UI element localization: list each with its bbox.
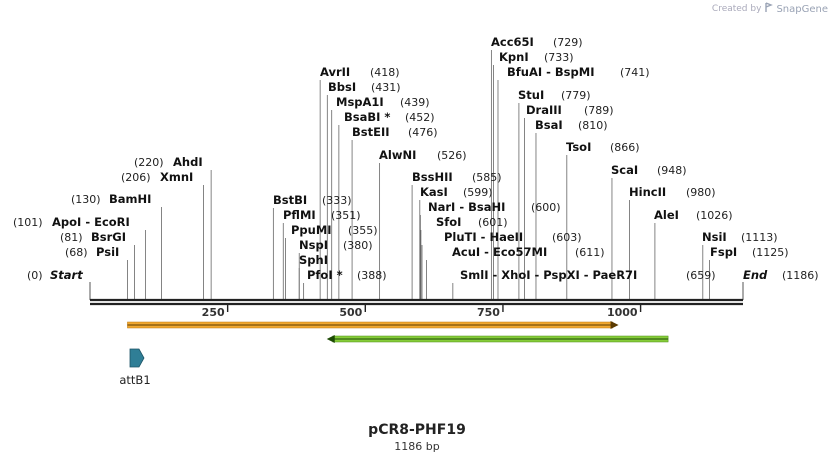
site-label-nari-bsahi[interactable]: NarI - BsaHI	[428, 200, 505, 214]
site-position-avrii: (418)	[370, 66, 400, 79]
site-position-kasi: (599)	[463, 186, 493, 199]
site-position-bsshii: (585)	[472, 171, 502, 184]
site-label-pluti-haeii[interactable]: PluTI - HaeII	[444, 230, 523, 244]
reverse-arrowhead-icon	[326, 335, 335, 343]
site-label-psii[interactable]: PsiI	[96, 245, 119, 259]
site-label-acui-eco57mi[interactable]: AcuI - Eco57MI	[452, 245, 547, 259]
site-label-bsrgi[interactable]: BsrGI	[91, 230, 126, 244]
site-position-alwni: (526)	[437, 149, 467, 162]
site-label-kasi[interactable]: KasI	[420, 185, 448, 199]
sequence-ends: Start (0) End (1186)	[27, 268, 819, 300]
site-position-pflmi: (351)	[331, 209, 361, 222]
site-position-bfuai-bspmi: (741)	[620, 66, 650, 79]
site-label-pfoi-star[interactable]: PfoI *	[307, 268, 343, 282]
scale-tick-label-250: 250	[202, 306, 225, 319]
site-label-bamhi[interactable]: BamHI	[109, 192, 151, 206]
backbone	[90, 298, 743, 306]
site-label-bstbi[interactable]: BstBI	[273, 193, 307, 207]
site-label-scai[interactable]: ScaI	[611, 163, 638, 177]
credit-brand: SnapGene	[776, 3, 828, 15]
end-position: (1186)	[782, 269, 819, 282]
site-position-hincii: (980)	[686, 186, 716, 199]
start-label: Start	[50, 268, 83, 282]
attb1-feature-arrow[interactable]	[129, 348, 145, 368]
start-position: (0)	[27, 269, 43, 282]
site-position-acui-eco57mi: (611)	[575, 246, 605, 259]
site-label-xmni[interactable]: XmnI	[160, 170, 193, 184]
site-position-fspi: (1125)	[752, 246, 789, 259]
site-position-tsoi: (866)	[610, 141, 640, 154]
site-position-kpni: (733)	[544, 51, 574, 64]
site-position-bamhi: (130)	[71, 193, 101, 206]
site-position-bsrgi: (81)	[60, 231, 83, 244]
site-label-pflmi[interactable]: PflMI	[283, 208, 316, 222]
site-label-bsshii[interactable]: BssHII	[412, 170, 453, 184]
site-position-nspi: (380)	[343, 239, 373, 252]
site-position-draiii: (789)	[584, 104, 614, 117]
site-position-apoi-ecori: (101)	[13, 216, 43, 229]
scale-tick-label-1000: 1000	[607, 306, 638, 319]
site-label-mspa1i[interactable]: MspA1I	[336, 95, 384, 109]
site-position-bsai: (810)	[578, 119, 608, 132]
site-position-bsabi-star: (452)	[405, 111, 435, 124]
site-label-nspi[interactable]: NspI	[299, 238, 328, 252]
site-position-nari-bsahi: (600)	[531, 201, 561, 214]
scale-ticks: 250 500 750 1000	[202, 305, 642, 319]
site-label-bbsi[interactable]: BbsI	[328, 80, 356, 94]
site-label-avrii[interactable]: AvrII	[320, 65, 350, 79]
site-position-scai: (948)	[657, 164, 687, 177]
forward-arrowhead-icon	[610, 321, 619, 329]
site-position-nsii: (1113)	[741, 231, 778, 244]
site-position-stui: (779)	[561, 89, 591, 102]
site-position-pluti-haeii: (603)	[552, 231, 582, 244]
snapgene-logo-icon	[764, 2, 774, 16]
site-label-apoi-ecori[interactable]: ApoI - EcoRI	[52, 215, 130, 229]
site-position-psii: (68)	[65, 246, 88, 259]
site-label-smli-xhoi-pspxi-paer7i[interactable]: SmlI - XhoI - PspXI - PaeR7I	[460, 268, 637, 282]
snapgene-credit: Created by SnapGene	[712, 2, 828, 16]
site-position-sfoi: (601)	[478, 216, 508, 229]
site-labels: PsiI (68)BsrGI (81) ApoI - EcoRI (101) BamHI (…	[13, 35, 789, 282]
site-label-fspi[interactable]: FspI	[710, 245, 737, 259]
site-position-xmni: (206)	[121, 171, 151, 184]
site-label-kpni[interactable]: KpnI	[499, 50, 529, 64]
site-position-acc65i: (729)	[553, 36, 583, 49]
site-position-mspa1i: (439)	[400, 96, 430, 109]
features: attB1	[119, 321, 669, 387]
plasmid-length: 1186 bp	[394, 440, 440, 453]
site-position-ahdi: (220)	[134, 156, 164, 169]
site-label-ppumi[interactable]: PpuMI	[291, 223, 332, 237]
site-position-bsteii: (476)	[408, 126, 438, 139]
site-position-smli-xhoi-pspxi-paer7i: (659)	[686, 269, 716, 282]
site-label-tsoi[interactable]: TsoI	[566, 140, 591, 154]
site-label-bsai[interactable]: BsaI	[535, 118, 563, 132]
site-label-bfuai-bspmi[interactable]: BfuAI - BspMI	[507, 65, 594, 79]
site-position-bstbi: (333)	[322, 194, 352, 207]
site-label-hincii[interactable]: HincII	[629, 185, 666, 199]
plasmid-name: pCR8-PHF19	[368, 422, 466, 438]
site-label-bsteii[interactable]: BstEII	[352, 125, 390, 139]
site-label-alwni[interactable]: AlwNI	[379, 148, 416, 162]
site-label-acc65i[interactable]: Acc65I	[491, 35, 534, 49]
site-label-stui[interactable]: StuI	[518, 88, 544, 102]
site-position-alei: (1026)	[696, 209, 733, 222]
site-label-sfoi[interactable]: SfoI	[436, 215, 461, 229]
site-label-alei[interactable]: AleI	[654, 208, 679, 222]
scale-tick-label-500: 500	[339, 306, 362, 319]
site-lines	[127, 50, 710, 300]
site-label-bsabi-star[interactable]: BsaBI *	[344, 110, 390, 124]
site-label-ahdi[interactable]: AhdI	[173, 155, 203, 169]
end-label: End	[743, 268, 768, 282]
credit-prefix: Created by	[711, 4, 762, 14]
site-position-ppumi: (355)	[348, 224, 378, 237]
site-label-sphi[interactable]: SphI	[299, 253, 328, 267]
site-label-draiii[interactable]: DraIII	[526, 103, 562, 117]
scale-tick-label-750: 750	[477, 306, 500, 319]
site-label-nsii[interactable]: NsiI	[702, 230, 727, 244]
site-position-pfoi-star: (388)	[357, 269, 387, 282]
site-position-bbsi: (431)	[371, 81, 401, 94]
attb1-feature-label: attB1	[119, 373, 150, 387]
